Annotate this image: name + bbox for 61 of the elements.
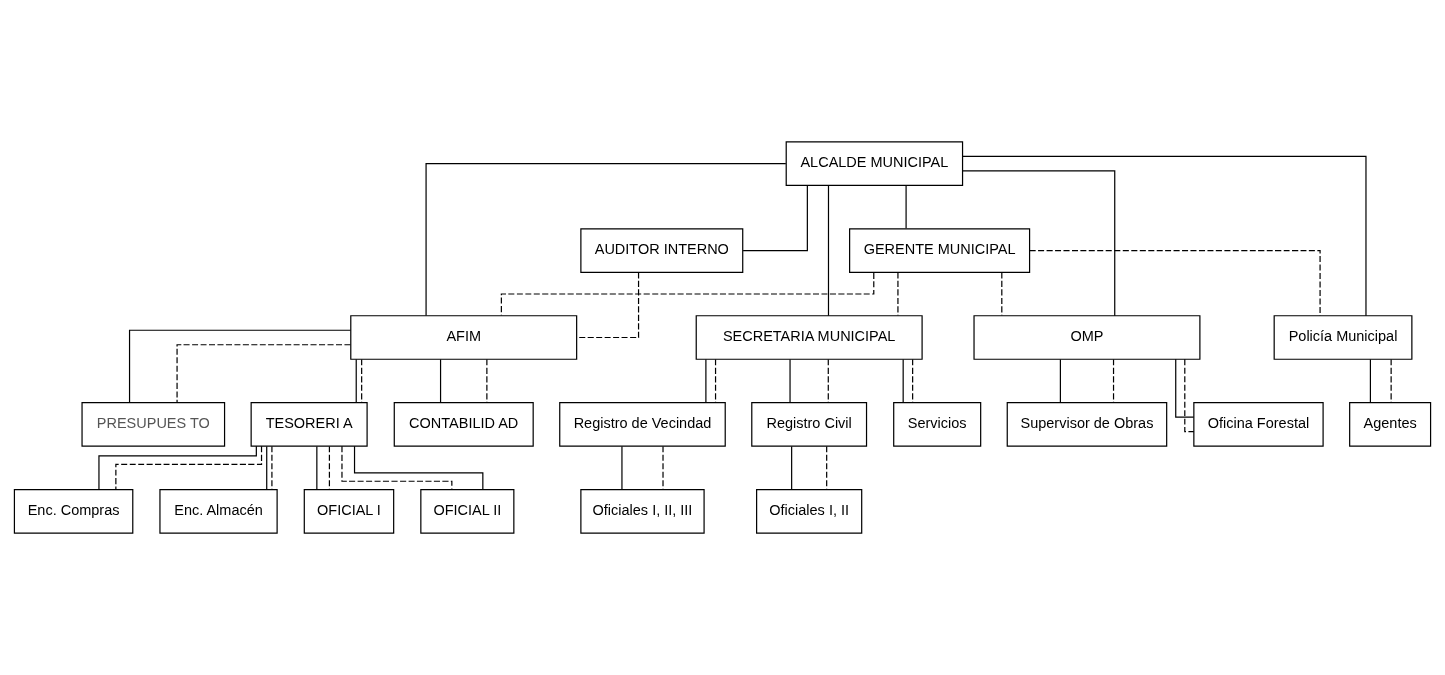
node-box: OFICIAL II [420,489,515,534]
connector [1059,358,1061,403]
connector [1001,271,1003,316]
node-box: PRESUPUES TO [81,402,226,447]
connector [827,358,829,403]
node-box: Registro de Vecindad [559,402,726,447]
connector [439,358,442,403]
node-box: Servicios [893,402,982,447]
node-box: AUDITOR INTERNO [580,228,744,273]
connector [341,445,453,491]
connector [1175,358,1195,418]
connector [827,185,830,317]
connector [826,445,828,490]
node-box: Supervisor de Obras [1006,402,1168,447]
connector [271,445,273,490]
connector [705,358,707,403]
node-box: Registro Civil [751,402,868,447]
node-box: ALCALDE MUNICIPAL [785,141,964,186]
connector [425,162,787,317]
node-box: Oficiales I, II, III [580,489,705,534]
node-box: GERENTE MUNICIPAL [849,228,1031,273]
connector [789,358,791,403]
connector [353,445,484,490]
connector [662,445,664,490]
connector [897,271,899,316]
connector [316,445,318,490]
connector [1390,358,1392,403]
node-box: Oficiales I, II [756,489,863,534]
node-box: SECRETARIA MUNICIPAL [695,315,923,360]
connector [962,170,1116,317]
node-box: Enc. Almacén [159,489,278,534]
node-box: OFICIAL I [303,489,395,534]
node-box: TESORERI A [250,402,368,447]
connector [1112,358,1115,403]
node-box: OMP [973,315,1201,360]
connector [905,184,907,229]
connector [714,358,717,403]
connector [621,445,623,490]
connector [742,184,808,252]
node-box: Oficina Forestal [1193,402,1324,447]
connector [500,272,875,316]
node-box: Enc. Compras [13,489,134,534]
connector [1369,358,1371,403]
node-box: Agentes [1349,402,1432,447]
node-box: AFIM [350,315,578,360]
connector [902,358,904,403]
connector [576,271,640,339]
connector [355,358,357,403]
connector [962,155,1367,317]
node-box: CONTABILID AD [393,402,534,447]
connector [1184,358,1195,433]
connector [128,329,352,404]
connector [1029,249,1321,317]
connector [791,445,793,490]
connector [912,358,914,403]
connector [328,445,330,490]
connector [486,358,488,403]
connector [266,445,268,490]
connector [176,344,352,404]
connector [361,358,363,403]
node-box: Policía Municipal [1273,315,1413,360]
